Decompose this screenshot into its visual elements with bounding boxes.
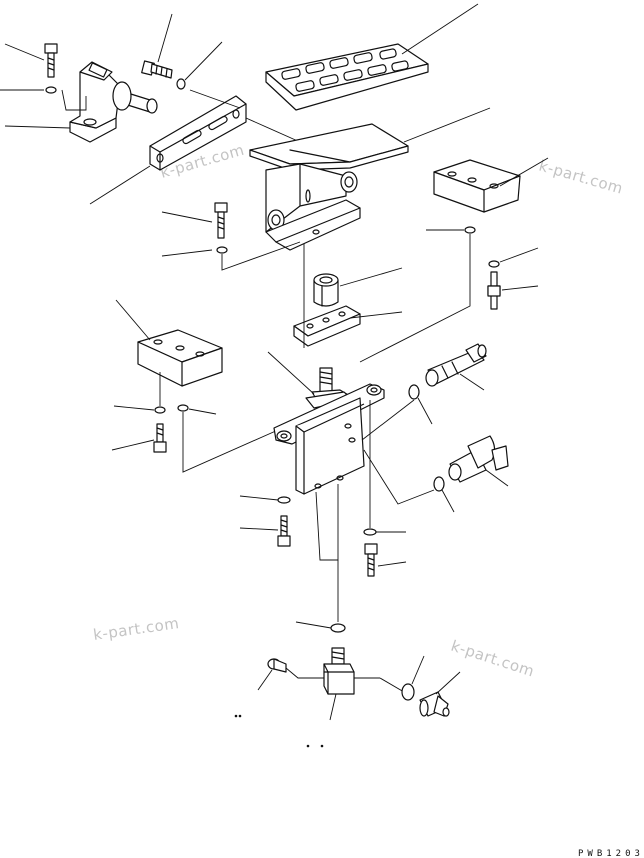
- bolt-right: [487, 271, 501, 310]
- bolt-left: [153, 423, 167, 453]
- watermark-text: k-part.com: [92, 614, 180, 644]
- washer: [464, 226, 476, 234]
- bolt-horizontal: [141, 60, 173, 79]
- bolt-lower-left: [277, 515, 291, 547]
- washer: [176, 78, 186, 90]
- pedal-bracket-plate: [149, 95, 247, 171]
- o-ring: [401, 683, 415, 701]
- brake-valve: [273, 367, 385, 495]
- stopper-block-left: [137, 329, 223, 387]
- o-ring: [433, 476, 445, 492]
- pedal-pad: [265, 43, 429, 111]
- collar-nut: [313, 273, 339, 307]
- washer: [154, 406, 166, 414]
- washer: [363, 528, 377, 536]
- pedal-arm: [249, 123, 409, 251]
- o-ring: [408, 384, 420, 400]
- washer: [216, 246, 228, 254]
- washer: [488, 260, 500, 268]
- watermark-text: k-part.com: [537, 157, 625, 198]
- tee-fitting: [323, 647, 355, 695]
- bolt-middle: [214, 202, 228, 239]
- figure-code: PWB1203: [578, 849, 644, 858]
- spacer-plate: [293, 305, 361, 347]
- bolt-lower-right: [364, 543, 378, 577]
- bolt-top-left: [44, 43, 58, 78]
- o-ring: [330, 623, 346, 633]
- pivot-bracket: [69, 61, 158, 143]
- connector-fitting: [419, 691, 450, 717]
- washer: [45, 86, 57, 94]
- washer: [177, 404, 189, 412]
- washer: [277, 496, 291, 504]
- hose-fitting-straight: [425, 343, 487, 387]
- watermark-text: k-part.com: [449, 637, 537, 681]
- plug-fitting: [267, 658, 287, 673]
- stopper-block-right: [433, 159, 521, 213]
- elbow-fitting: [448, 435, 509, 483]
